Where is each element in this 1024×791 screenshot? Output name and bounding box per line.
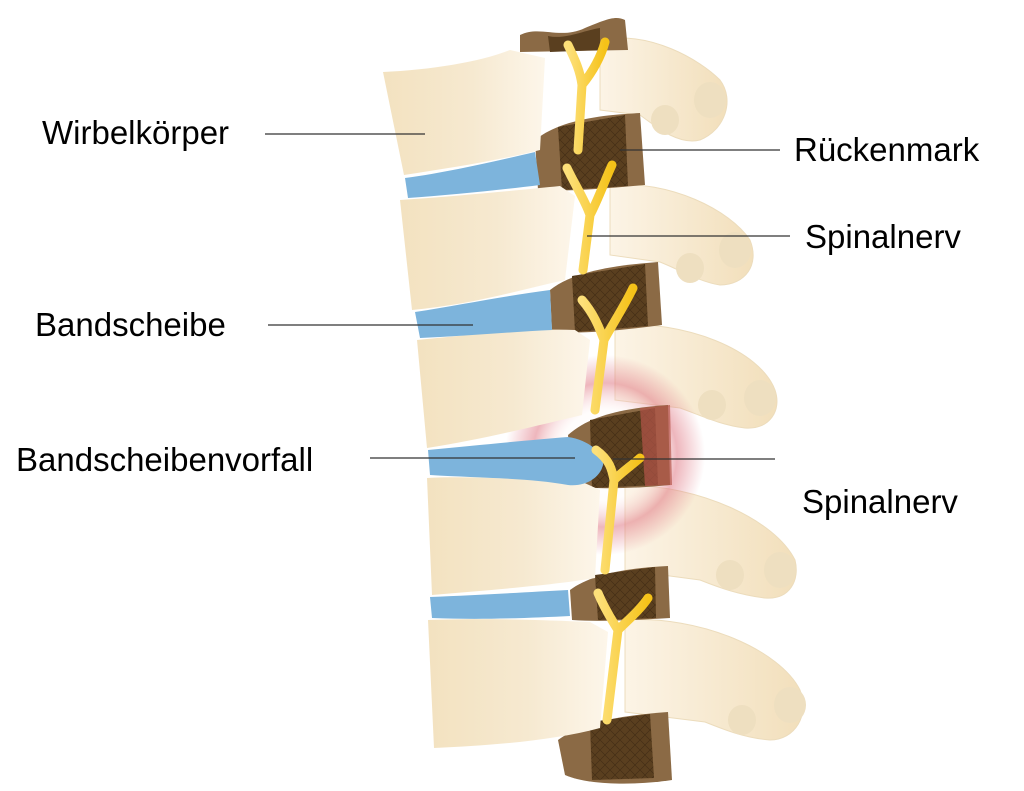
label-wirbelkoerper: Wirbelkörper xyxy=(42,114,230,151)
intervertebral-discs xyxy=(405,152,604,619)
leader-lines xyxy=(265,133,790,460)
label-spinalnerv-top: Spinalnerv xyxy=(805,218,961,255)
vertebral-bodies xyxy=(383,50,608,748)
herniated-disc xyxy=(428,437,604,486)
label-spinalnerv-bottom: Spinalnerv xyxy=(802,483,958,520)
label-bandscheibenvorfall: Bandscheibenvorfall xyxy=(16,441,314,478)
spinal-canal xyxy=(520,17,672,784)
label-rueckenmark: Rückenmark xyxy=(794,131,980,168)
label-bandscheibe: Bandscheibe xyxy=(35,306,226,343)
spinal-nerves xyxy=(562,37,653,725)
